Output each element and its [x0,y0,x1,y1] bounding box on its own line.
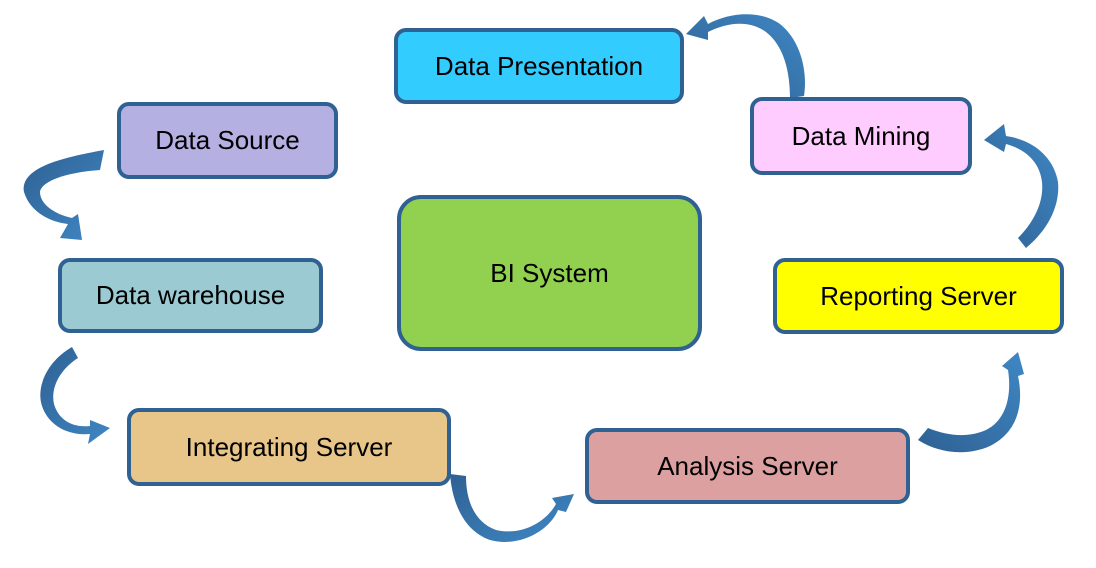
arrow-integrating-to-analysis [450,474,574,542]
node-analysis-server: Analysis Server [585,428,910,504]
node-label: BI System [490,257,609,288]
arrow-reporting-to-mining [984,124,1059,248]
arrow-source-to-warehouse [23,150,104,240]
node-label: Data warehouse [95,280,286,310]
node-data-presentation: Data Presentation [394,28,684,104]
node-bi-system: BI System [397,195,702,351]
node-reporting-server: Reporting Server [773,258,1064,334]
arrow-analysis-to-reporting [918,352,1024,453]
node-integrating-server: Integrating Server [127,408,451,486]
arrow-warehouse-to-integrating [40,347,110,444]
node-label: Data Presentation [434,50,644,81]
node-label: Data Mining [791,120,931,151]
node-data-source: Data Source [117,102,338,179]
node-label: Analysis Server [657,450,838,481]
node-label: Integrating Server [185,431,393,462]
node-data-mining: Data Mining [750,97,972,175]
node-label: Reporting Server [820,280,1017,311]
arrow-mining-to-presentation [686,14,805,99]
node-data-warehouse: Data warehouse [58,258,323,333]
node-label: Data Source [155,125,300,155]
